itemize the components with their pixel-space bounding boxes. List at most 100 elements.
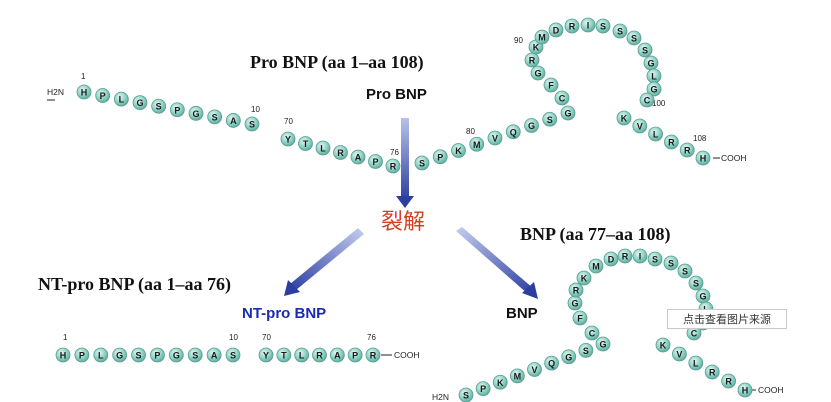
probnp-num-100: 100	[652, 99, 666, 108]
bnp-tail-residue-6: H	[737, 382, 753, 398]
probnp-loop-residue-14: G	[643, 55, 659, 71]
svg-text:Q: Q	[510, 127, 517, 137]
svg-text:G: G	[571, 299, 578, 309]
ntprobnp-num-10: 10	[229, 333, 238, 342]
probnp-loop-residue-4: R	[524, 52, 540, 68]
bnp-label: BNP	[506, 305, 538, 322]
svg-text:G: G	[599, 340, 606, 350]
probnp-seg1-residue-6: P	[169, 102, 185, 118]
bnp-seg-residue-9: G	[595, 336, 611, 352]
probnp-seg1-residue-3: L	[113, 91, 129, 107]
view-image-source-button[interactable]: 点击查看图片来源	[667, 309, 787, 329]
svg-text:L: L	[651, 72, 657, 82]
ntprobnp-seg1-residue-10: S	[225, 347, 241, 363]
bnp-loop-residue-1: C	[584, 325, 600, 341]
probnp-seg3-residue-1: S	[414, 155, 430, 171]
bnp-loop-residue-13: S	[688, 275, 704, 291]
svg-text:K: K	[455, 146, 462, 156]
svg-text:S: S	[600, 22, 606, 32]
svg-text:M: M	[514, 371, 522, 381]
svg-text:G: G	[647, 59, 654, 69]
probnp-tail-residue-6: H	[695, 150, 711, 166]
probnp-n-terminus: H2N	[47, 87, 64, 97]
bnp-seg-residue-8: S	[578, 342, 594, 358]
svg-text:S: S	[192, 351, 198, 361]
svg-text:P: P	[100, 91, 106, 101]
probnp-loop-residue-10: S	[595, 18, 611, 34]
svg-text:M: M	[473, 140, 481, 150]
svg-text:S: S	[682, 267, 688, 277]
svg-text:K: K	[497, 378, 504, 388]
svg-text:C: C	[644, 96, 651, 106]
probnp-seg1-residue-10: S	[244, 116, 260, 132]
svg-text:A: A	[355, 153, 362, 163]
ntprobnp-seg2-residue-2: T	[276, 347, 292, 363]
svg-text:F: F	[548, 81, 554, 91]
ntprobnp-title: NT-pro BNP (aa 1–aa 76)	[38, 274, 231, 295]
svg-text:G: G	[528, 121, 535, 131]
svg-text:P: P	[480, 384, 486, 394]
arrow-left	[284, 228, 364, 296]
svg-text:K: K	[533, 43, 540, 53]
probnp-loop-residue-9: I	[580, 17, 596, 33]
bnp-loop-residue-11: S	[663, 255, 679, 271]
svg-text:R: R	[573, 286, 580, 296]
probnp-seg1-residue-1: H	[76, 84, 92, 100]
probnp-seg2-residue-7: R	[385, 158, 401, 174]
probnp-loop-residue-11: S	[612, 23, 628, 39]
svg-text:R: R	[390, 162, 397, 172]
probnp-num-10: 10	[251, 105, 260, 114]
ntprobnp-seg2-residue-5: A	[329, 347, 345, 363]
arrow-right	[456, 227, 538, 299]
ntprobnp-seg2-residue-7: R	[365, 347, 381, 363]
svg-text:L: L	[98, 351, 104, 361]
probnp-loop-residue-8: R	[564, 18, 580, 34]
probnp-loop-residue-7: D	[548, 22, 564, 38]
probnp-seg3-residue-3: K	[451, 143, 466, 158]
probnp-seg3-residue-5: V	[487, 130, 503, 146]
bnp-loop-residue-4: R	[568, 282, 584, 298]
svg-text:G: G	[116, 351, 123, 361]
bnp-tail-residue-2: V	[672, 346, 687, 362]
svg-text:P: P	[352, 351, 358, 361]
svg-text:T: T	[303, 139, 309, 149]
probnp-seg3-residue-2: P	[432, 149, 448, 165]
bnp-loop-residue-14: G	[695, 288, 711, 304]
svg-text:K: K	[581, 274, 588, 284]
bnp-seg-residue-6: Q	[544, 355, 560, 371]
svg-text:L: L	[320, 144, 326, 154]
probnp-num-108: 108	[693, 134, 707, 143]
svg-text:S: S	[249, 120, 255, 130]
svg-text:I: I	[639, 252, 642, 262]
svg-text:G: G	[173, 351, 180, 361]
ntprobnp-seg1-residue-2: P	[74, 347, 90, 363]
ntprobnp-c-terminus: COOH	[394, 350, 420, 360]
probnp-label: Pro BNP	[366, 86, 427, 103]
bnp-c-terminus: COOH	[758, 385, 784, 395]
probnp-loop-residue-1: C	[554, 90, 570, 106]
svg-text:S: S	[652, 255, 658, 265]
svg-text:D: D	[553, 26, 560, 36]
svg-text:Q: Q	[548, 359, 555, 369]
probnp-seg2-residue-4: R	[333, 145, 348, 160]
bnp-seg-residue-4: M	[509, 368, 525, 384]
svg-text:V: V	[676, 350, 682, 360]
svg-text:P: P	[79, 351, 85, 361]
svg-text:Y: Y	[285, 135, 291, 145]
ntprobnp-seg1-residue-5: S	[131, 347, 146, 363]
svg-text:R: R	[370, 351, 377, 361]
bnp-seg-residue-2: P	[475, 381, 491, 397]
svg-text:L: L	[119, 95, 125, 105]
bnp-seg-residue-3: K	[492, 374, 508, 390]
probnp-tail-residue-2: V	[632, 118, 648, 134]
bnp-loop-residue-8: R	[617, 248, 633, 264]
bnp-seg-residue-7: G	[561, 349, 577, 365]
svg-text:G: G	[650, 85, 657, 95]
bnp-loop-residue-3: G	[567, 295, 583, 311]
cleavage-label: 裂解	[381, 209, 425, 234]
svg-text:H: H	[81, 88, 88, 98]
svg-text:R: R	[668, 138, 675, 148]
probnp-tail-residue-4: R	[664, 134, 679, 150]
probnp-tail-residue-1: K	[616, 110, 632, 126]
probnp-loop-residue-3: G	[530, 65, 546, 81]
